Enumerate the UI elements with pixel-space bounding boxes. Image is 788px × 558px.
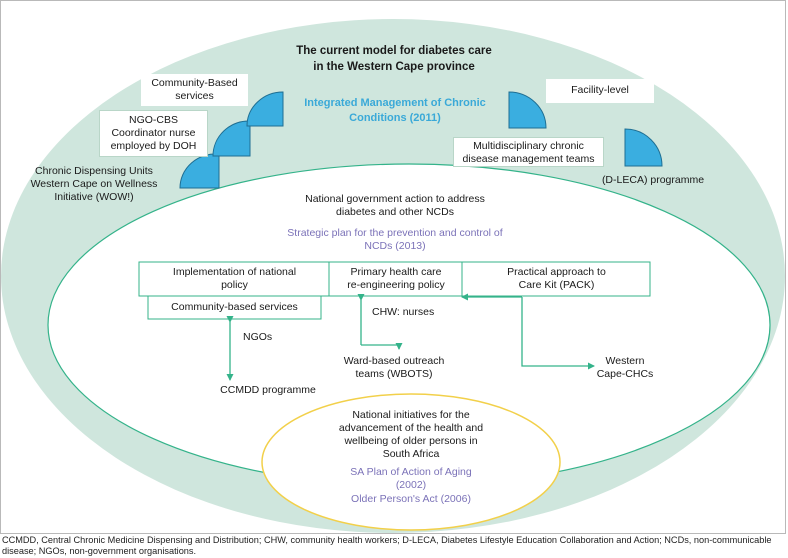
older-persons-ellipse (261, 393, 561, 531)
strategic-line-2: NCDs (2013) (364, 240, 426, 252)
wbots-line-2: teams (WBOTS) (355, 368, 433, 380)
dleca-label: (D-LECA) programme (601, 174, 705, 186)
chronic-line-2: Western Cape on Wellness (30, 178, 158, 190)
sa-plan-line-1: SA Plan of Action of Aging (350, 466, 472, 478)
sa-plan-line-2: (2002) (395, 479, 427, 491)
facility-level-label: Facility-level (571, 84, 629, 96)
impl-line-1: Implementation of national (172, 266, 297, 278)
title-line-2: in the Western Cape province (313, 61, 475, 73)
facility-level-box: Facility-level (546, 79, 654, 103)
figure-frame (0, 0, 786, 534)
national-government-label: National government action to address di… (290, 193, 500, 219)
phc-reengineering-label: Primary health care re-engineering polic… (330, 266, 462, 292)
quadrant-shape-4 (508, 91, 547, 129)
older-persons-act-label: Older Person's Act (2006) (351, 493, 471, 505)
policy-row-frame (138, 261, 651, 297)
phc-line-2: re-engineering policy (347, 279, 445, 291)
quadrant-shape-1 (179, 153, 220, 189)
community-based-services-label: Community-based services (171, 301, 298, 313)
arrow-western-cape (521, 297, 595, 370)
diagram-title: The current model for diabetes care in t… (268, 43, 520, 75)
older-line-3: wellbeing of older persons in (344, 435, 478, 447)
multi-line-1: Multidisciplinary chronic (473, 140, 584, 152)
western-cape-chcs-label: Western Cape-CHCs (594, 355, 656, 381)
community-based-services-box: Community-Based services (141, 74, 248, 106)
multi-line-2: disease management teams (462, 153, 595, 165)
chronic-line-3: Initiative (WOW!) (54, 191, 134, 203)
ngo-cbs-line-2: Coordinator nurse (111, 127, 196, 139)
abbreviations-footnote: CCMDD, Central Chronic Medicine Dispensi… (2, 535, 772, 556)
wbots-line-1: Ward-based outreach (343, 355, 445, 367)
older-line-1: National initiatives for the (352, 409, 470, 421)
quadrant-shape-2 (212, 120, 251, 157)
multidisciplinary-box: Multidisciplinary chronic disease manage… (453, 137, 604, 167)
ccmdd-label: CCMDD programme (220, 384, 316, 396)
chronic-line-1: Chronic Dispensing Units (35, 165, 153, 177)
title-line-1: The current model for diabetes care (296, 45, 492, 57)
national-line-2: diabetes and other NCDs (336, 206, 454, 218)
ngo-cbs-line-1: NGO-CBS (128, 114, 178, 126)
ngos-label: NGOs (243, 331, 273, 343)
wbots-label: Ward-based outreach teams (WBOTS) (334, 355, 454, 381)
chronic-dispensing-label: Chronic Dispensing Units Western Cape on… (16, 165, 172, 204)
older-line-2: advancement of the health and (338, 422, 484, 434)
impl-line-2: policy (221, 279, 248, 291)
strategic-plan-label: Strategic plan for the prevention and co… (275, 227, 515, 253)
strategic-line-1: Strategic plan for the prevention and co… (287, 227, 503, 239)
western-line-1: Western (605, 355, 645, 367)
imcc-label: Integrated Management of Chronic Conditi… (290, 96, 500, 126)
ngo-cbs-box: NGO-CBS Coordinator nurse employed by DO… (99, 110, 208, 157)
phc-line-1: Primary health care (350, 266, 442, 278)
sa-plan-label: SA Plan of Action of Aging (2002) (336, 466, 486, 492)
cbs-box-frame (147, 295, 322, 320)
ngo-cbs-line-3: employed by DOH (110, 140, 197, 152)
chw-nurses-label: CHW: nurses (372, 306, 435, 318)
imcc-line-2: Conditions (2011) (349, 112, 441, 124)
imcc-line-1: Integrated Management of Chronic (304, 97, 486, 109)
pack-line-2: Care Kit (PACK) (518, 279, 595, 291)
national-line-1: National government action to address (305, 193, 485, 205)
community-based-line-2: services (175, 90, 214, 102)
pack-line-1: Practical approach to (507, 266, 606, 278)
community-based-line-1: Community-Based (151, 77, 238, 89)
arrow-wbots (361, 343, 403, 350)
implementation-policy-label: Implementation of national policy (140, 266, 329, 292)
quadrant-shape-5 (624, 128, 663, 167)
pack-label: Practical approach to Care Kit (PACK) (463, 266, 650, 292)
older-persons-initiatives-label: National initiatives for the advancement… (336, 409, 486, 461)
older-line-4: South Africa (382, 448, 440, 460)
western-line-2: Cape-CHCs (596, 368, 654, 380)
quadrant-shape-3 (246, 91, 284, 127)
